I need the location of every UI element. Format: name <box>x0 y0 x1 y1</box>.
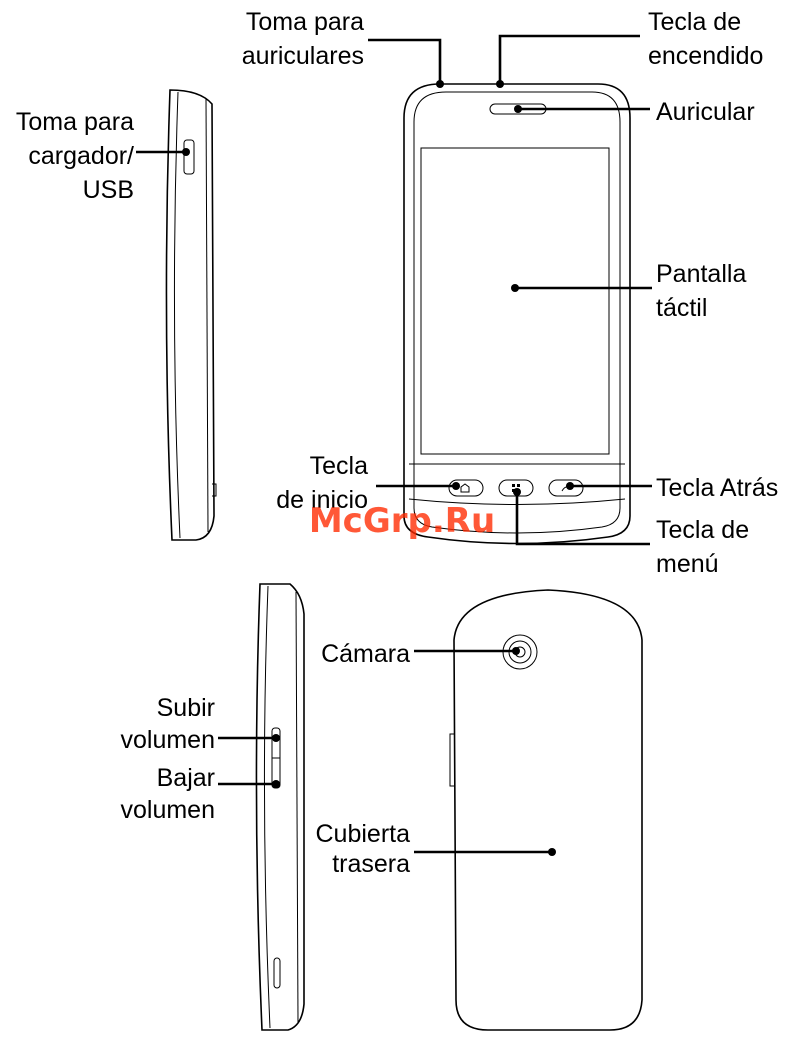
label-charger-port-l3: USB <box>83 176 134 204</box>
front-body-outline <box>404 84 630 544</box>
label-back-cover-l2: trasera <box>332 850 410 878</box>
leader-power-key <box>500 36 640 84</box>
dot-volume-down <box>272 780 280 788</box>
label-headphone-jack-l1: Toma para <box>246 8 364 36</box>
dot-volume-up <box>272 734 280 742</box>
label-back-key: Tecla Atrás <box>656 474 778 502</box>
phone-side-view-left <box>166 90 216 540</box>
label-headphone-jack-l2: auriculares <box>242 42 364 70</box>
dot-back-cover <box>548 848 556 856</box>
dot-charger-port <box>182 148 190 156</box>
label-home-key-l1: Tecla <box>310 452 368 480</box>
side2-rear-line <box>296 592 298 1022</box>
label-power-key-l2: encendido <box>648 42 763 70</box>
dot-back-key <box>566 482 574 490</box>
label-earpiece: Auricular <box>656 98 755 126</box>
front-bezel-outline <box>414 92 620 533</box>
charger-usb-port <box>184 140 194 174</box>
side-rear-line <box>206 98 208 532</box>
label-volume-down-l2: volumen <box>121 796 216 824</box>
callout-labels: Toma para auriculares Tecla de encendido… <box>16 8 778 878</box>
dot-touch-screen <box>511 284 519 292</box>
label-touch-screen-l2: táctil <box>656 294 707 322</box>
label-charger-port-l2: cargador/ <box>28 142 134 170</box>
dot-earpiece <box>514 105 522 113</box>
label-power-key-l1: Tecla de <box>648 8 741 36</box>
dot-power-key <box>496 80 504 88</box>
back-key <box>549 480 583 496</box>
back-cover-outline <box>454 590 642 1030</box>
home-icon <box>461 484 469 492</box>
label-menu-key-l1: Tecla de <box>656 516 749 544</box>
side2-slot <box>274 958 280 988</box>
phone-back-view <box>450 590 642 1030</box>
side2-edge-line <box>264 586 270 1028</box>
dot-camera <box>512 647 520 655</box>
label-volume-down-l1: Bajar <box>157 764 215 792</box>
phone-front-view <box>404 84 630 544</box>
label-volume-up-l1: Subir <box>157 694 215 722</box>
label-charger-port-l1: Toma para <box>16 108 134 136</box>
phone-side-view-right <box>256 584 304 1030</box>
label-camera: Cámara <box>321 640 410 668</box>
leader-headphone-jack <box>368 40 440 84</box>
dot-menu-key <box>513 488 521 496</box>
label-menu-key-l2: menú <box>656 550 719 578</box>
label-volume-up-l2: volumen <box>121 726 216 754</box>
back-side-bump <box>450 734 454 786</box>
watermark-text: McGrp.Ru <box>309 501 495 541</box>
dot-headphone-jack <box>436 80 444 88</box>
label-touch-screen-l1: Pantalla <box>656 260 746 288</box>
side-edge-line <box>174 92 180 538</box>
touch-screen-area <box>421 148 609 454</box>
label-back-cover-l1: Cubierta <box>316 820 411 848</box>
dot-home-key <box>452 482 460 490</box>
